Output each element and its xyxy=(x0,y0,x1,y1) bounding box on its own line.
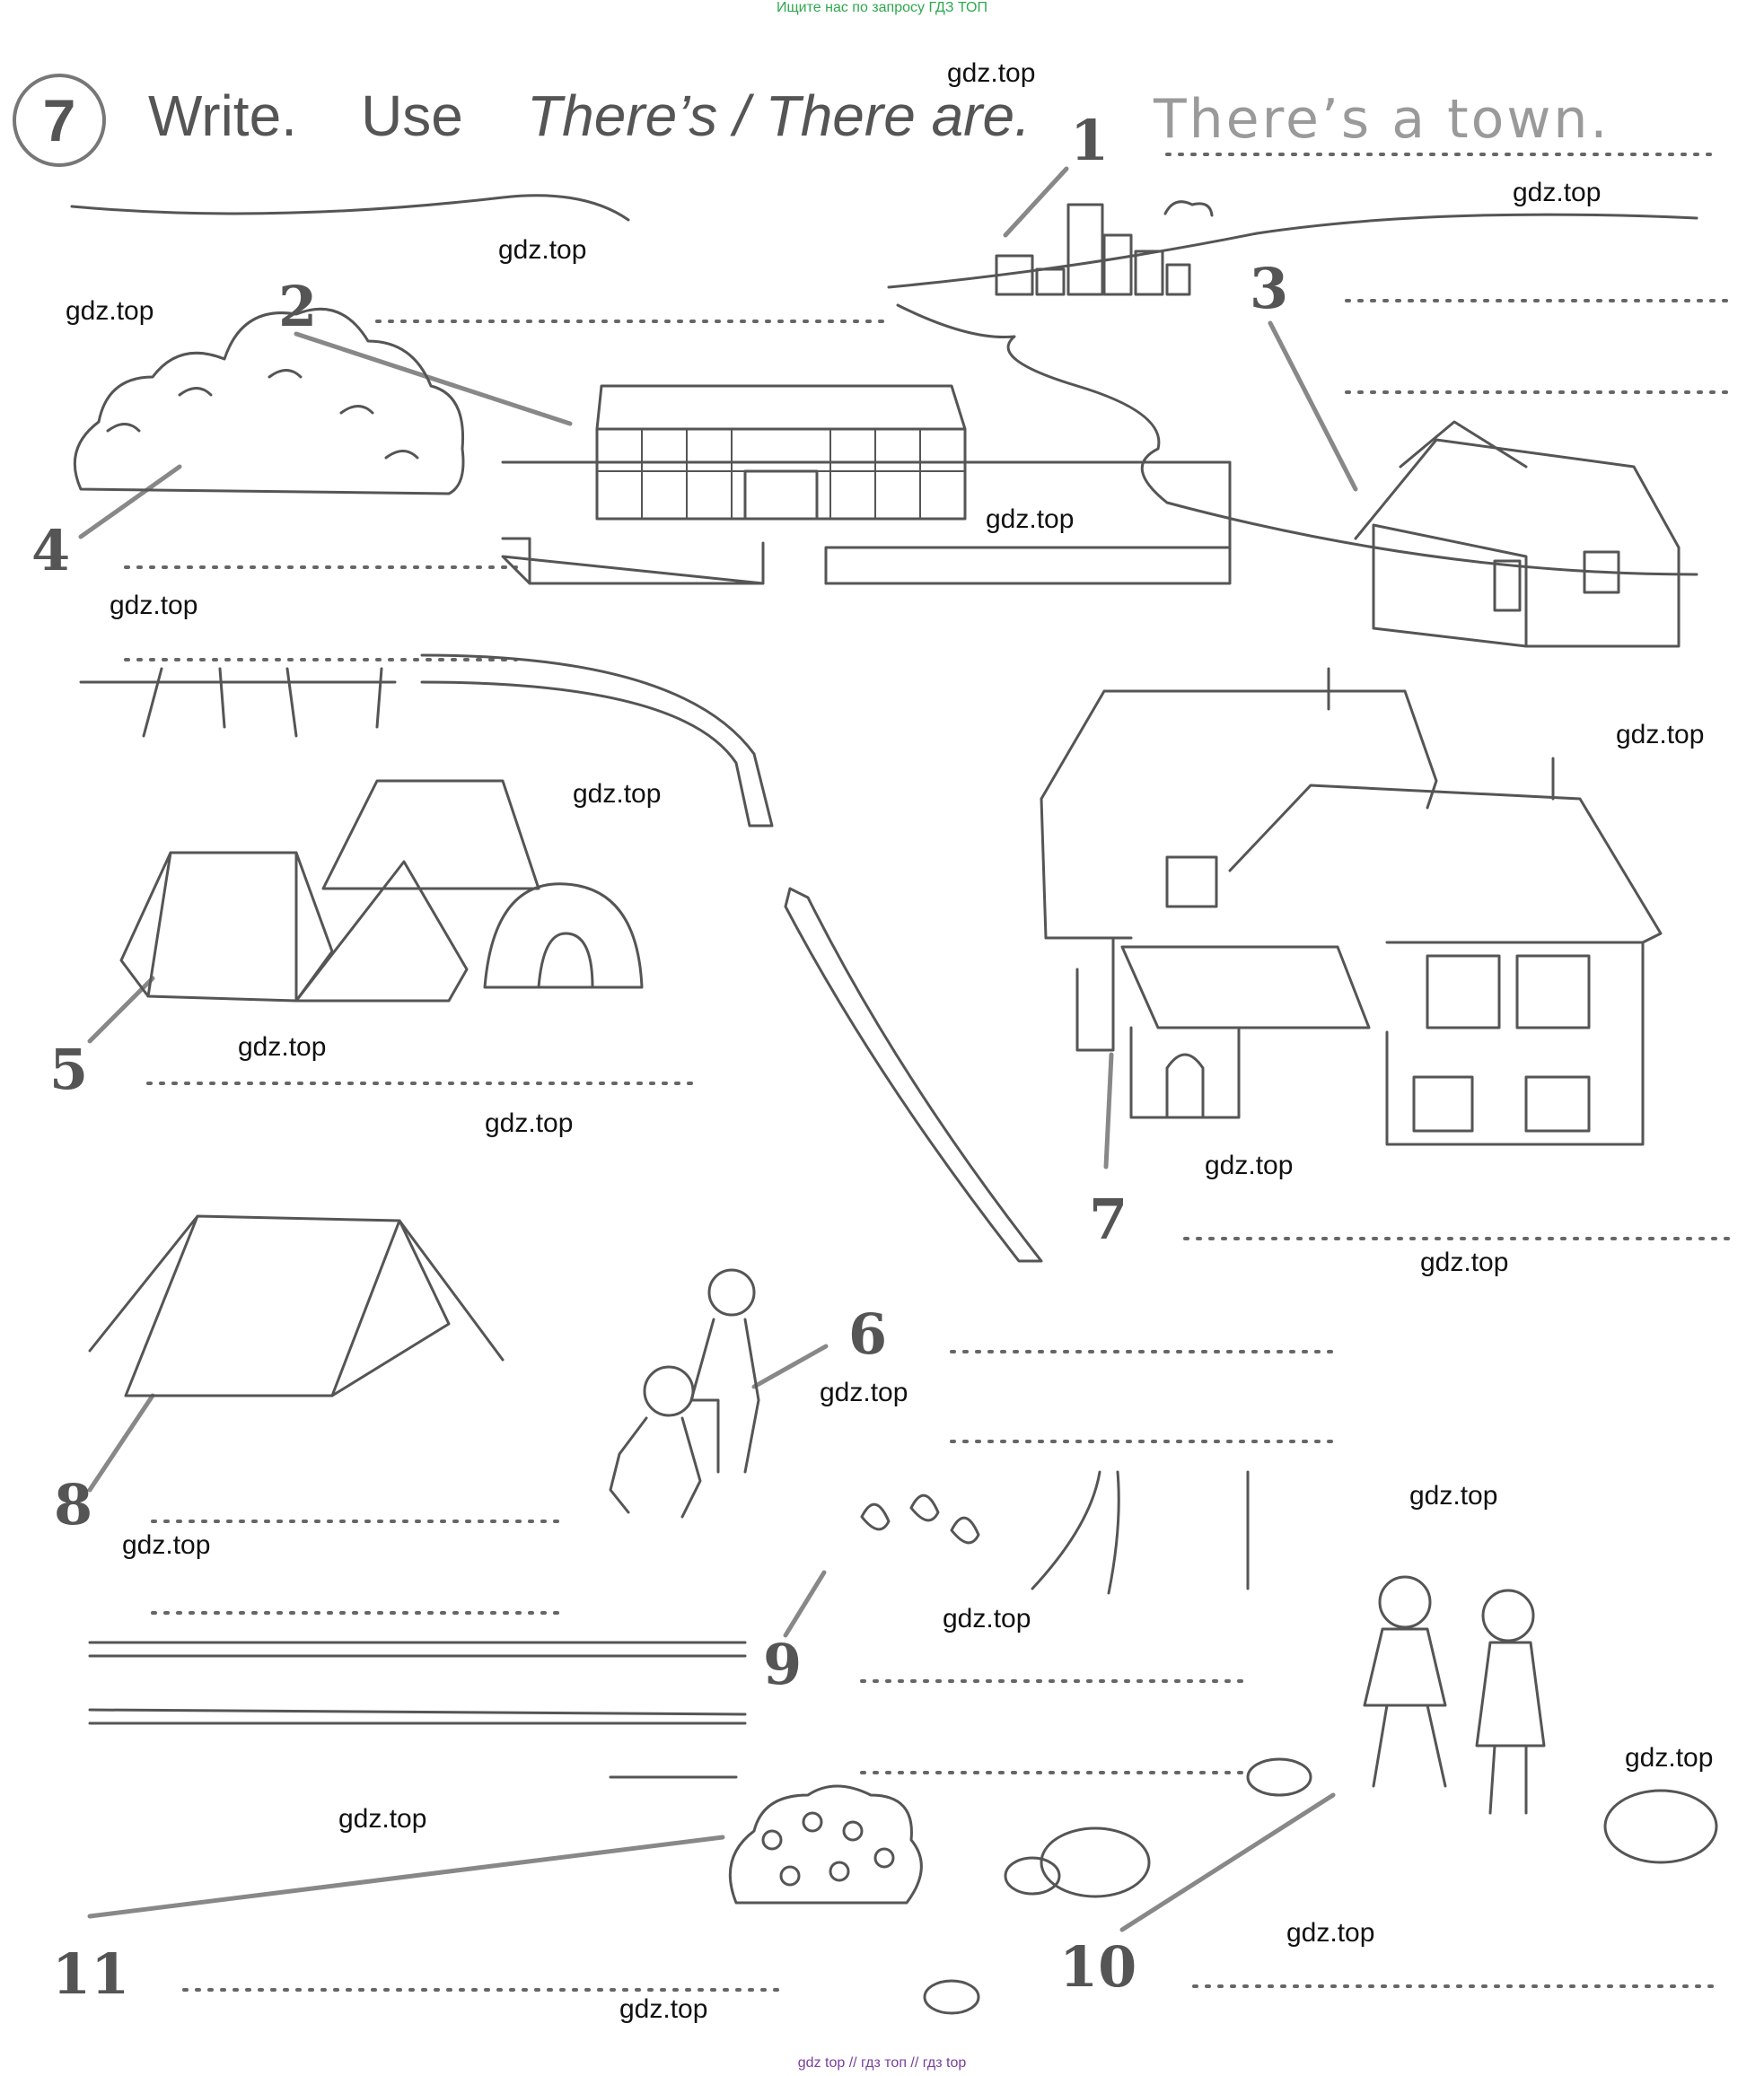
label-3: 3 xyxy=(1250,256,1289,321)
label-10: 10 xyxy=(1059,1934,1137,2000)
river-lower xyxy=(88,1641,747,1779)
shop-building xyxy=(1354,420,1681,648)
watermark: gdz.top xyxy=(1420,1248,1509,1277)
two-boys xyxy=(609,1268,760,1519)
bottom-banner[interactable]: gdz top // гдз топ // гдз top xyxy=(797,2055,967,2071)
watermark: gdz.top xyxy=(619,1994,708,2024)
watermark: gdz.top xyxy=(1286,1918,1375,1948)
watermark: gdz.top xyxy=(238,1032,327,1062)
road xyxy=(420,653,1043,1263)
example-answer: There’s a town. xyxy=(1154,88,1610,151)
label-1: 1 xyxy=(1070,108,1110,173)
flower-bush xyxy=(728,1784,923,1905)
watermark: gdz.top xyxy=(338,1804,427,1834)
houses xyxy=(1040,667,1663,1146)
label-11: 11 xyxy=(52,1941,130,2007)
watermark: gdz.top xyxy=(943,1604,1031,1634)
river xyxy=(896,303,1698,576)
watermark: gdz.top xyxy=(1625,1743,1714,1773)
watermark: gdz.top xyxy=(947,58,1036,88)
trees-cluster xyxy=(73,307,465,495)
rocks xyxy=(923,1757,1718,2015)
label-2: 2 xyxy=(278,274,318,339)
instruction-write: Write. xyxy=(148,83,297,148)
instruction-phrase: There’s / There are. xyxy=(527,83,1031,148)
label-4: 4 xyxy=(31,518,71,583)
exercise-number-circle xyxy=(13,74,106,167)
two-girls xyxy=(1363,1575,1546,1815)
watermark: gdz.top xyxy=(573,779,662,809)
label-6: 6 xyxy=(848,1301,888,1367)
exercise-number: 7 xyxy=(42,87,76,153)
school-building xyxy=(501,384,1232,585)
watermark: gdz.top xyxy=(986,504,1075,534)
answer-lines xyxy=(124,153,1734,1992)
watermark: gdz.top xyxy=(820,1378,908,1407)
label-5: 5 xyxy=(49,1037,89,1102)
single-tent xyxy=(88,1214,505,1397)
top-banner[interactable]: Ищите нас по запросу ГДЗ ТОП xyxy=(777,0,987,15)
tree-trunk xyxy=(1031,1470,1250,1595)
tents-cluster xyxy=(119,779,644,1003)
watermark: gdz.top xyxy=(1409,1481,1498,1511)
instruction: Write. Use There’s / There are. xyxy=(148,83,1031,149)
birds xyxy=(860,1493,980,1545)
watermark: gdz.top xyxy=(1616,720,1705,749)
hills xyxy=(70,194,1698,289)
label-7: 7 xyxy=(1089,1187,1128,1252)
forest-edge xyxy=(79,667,397,738)
instruction-use: Use xyxy=(361,83,463,148)
pointer-lines xyxy=(78,166,1358,1932)
watermark: gdz.top xyxy=(1513,178,1602,207)
city-skyline xyxy=(995,200,1214,296)
watermark: gdz.top xyxy=(485,1108,574,1138)
watermark: gdz.top xyxy=(122,1530,211,1560)
watermark: gdz.top xyxy=(110,591,198,620)
label-9: 9 xyxy=(763,1632,803,1697)
label-8: 8 xyxy=(54,1472,93,1537)
watermark: gdz.top xyxy=(1205,1151,1294,1180)
watermark: gdz.top xyxy=(498,235,587,265)
watermark: gdz.top xyxy=(66,296,154,326)
